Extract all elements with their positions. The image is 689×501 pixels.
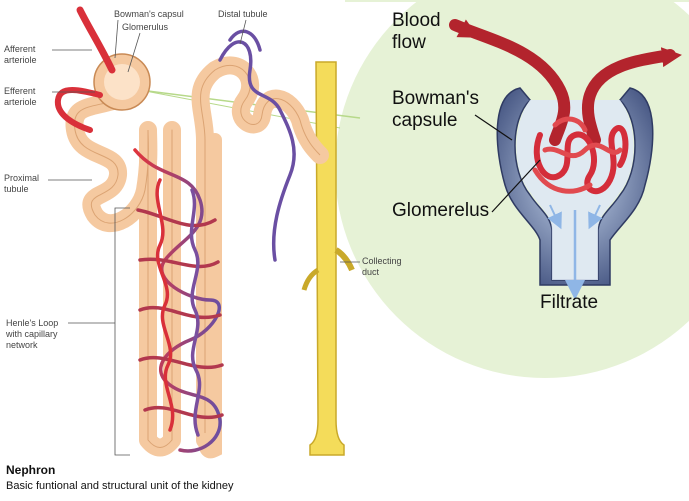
proximal-tubule-shape	[65, 86, 181, 457]
distal-tubule-shape	[191, 56, 329, 459]
label-proximal-tubule: Proximal tubule	[4, 173, 40, 194]
leader-lines-left	[48, 19, 360, 456]
label-afferent-arteriole: Afferent arteriole	[4, 44, 37, 65]
label-henles-loop: Henle's Loop with capillary network	[6, 318, 59, 350]
caption-title: Nephron	[6, 463, 56, 477]
label-filtrate: Filtrate	[540, 292, 599, 313]
label-collecting-duct: Collecting duct	[362, 256, 402, 277]
caption-subtitle: Basic funtional and structural unit of t…	[6, 480, 234, 492]
leader-lines-right	[474, 114, 541, 213]
label-glomerelus: Glomerelus	[392, 200, 490, 221]
label-distal-tubule: Distal tubule	[218, 9, 268, 19]
label-bowmans-capsule-large: Bowman's capsule	[392, 88, 480, 131]
label-glomerulus-small: Glomerulus	[122, 22, 169, 32]
label-blood-flow: Blood flow	[392, 10, 441, 53]
label-efferent-arteriole: Efferent arteriole	[4, 86, 37, 107]
arterioles	[54, 6, 116, 133]
label-bowmans-capsule-small: Bowman's capsul	[114, 9, 184, 19]
zoomed-glomerulus-vessels	[449, 19, 676, 195]
bowmans-capsule-small	[93, 53, 151, 111]
capillary-network	[133, 29, 296, 453]
flow-arrows	[454, 19, 682, 300]
